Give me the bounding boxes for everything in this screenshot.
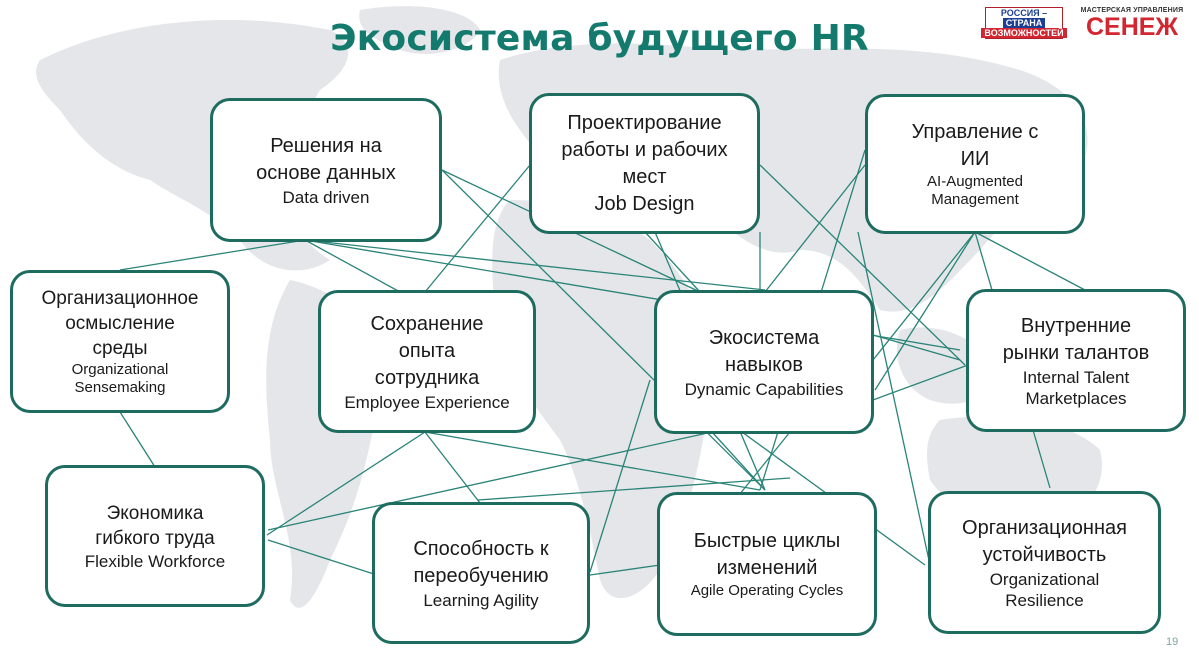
node-label-en: Agile Operating Cycles <box>690 582 844 599</box>
node-label-en: Learning Agility <box>423 590 539 610</box>
node-label-en: Dynamic Capabilities <box>684 379 844 399</box>
node-label-ru: Решения на основе данных <box>256 134 396 184</box>
node-employee-experience: Сохранение опыта сотрудника Employee Exp… <box>318 290 536 433</box>
node-label-ru: Быстрые циклы изменений <box>693 530 841 579</box>
russia-logo-line1: РОССИЯ – <box>1000 8 1048 18</box>
node-label-en: AI-Augmented Management <box>927 173 1023 208</box>
node-label-ru: Способность к переобучению <box>413 537 549 587</box>
page-number: 19 <box>1166 636 1179 648</box>
node-label-en: Job Design <box>594 193 695 215</box>
senezh-logo-main: СЕНЕЖ <box>1085 13 1179 41</box>
node-label-ru: Организационная устойчивость <box>962 516 1127 566</box>
russia-logo: РОССИЯ – СТРАНА ВОЗМОЖНОСТЕЙ <box>981 7 1067 39</box>
node-label-ru: Организационное осмысление среды <box>41 288 199 359</box>
node-label-ru: Управление с ИИ <box>911 121 1039 170</box>
russia-logo-line3: ВОЗМОЖНОСТЕЙ <box>981 28 1067 38</box>
node-label-ru: Проектирование работы и рабочих мест <box>561 112 728 188</box>
node-sensemaking: Организационное осмысление среды Organiz… <box>10 270 230 413</box>
node-label-en: Organizational Sensemaking <box>71 361 169 396</box>
senezh-logo: МАСТЕРСКАЯ УПРАВЛЕНИЯ СЕНЕЖ <box>1078 6 1186 40</box>
node-flexible-workforce: Экономика гибкого труда Flexible Workfor… <box>45 465 265 607</box>
node-talent-marketplaces: Внутренние рынки талантов Internal Talen… <box>966 289 1186 432</box>
node-ai-management: Управление с ИИ AI-Augmented Management <box>865 94 1085 234</box>
senezh-logo-top: МАСТЕРСКАЯ УПРАВЛЕНИЯ <box>1080 7 1184 14</box>
node-label-en: Flexible Workforce <box>84 551 226 571</box>
node-job-design: Проектирование работы и рабочих мест Job… <box>529 93 760 234</box>
page-title: Экосистема будущего HR <box>330 18 869 59</box>
node-label-ru: Экосистема навыков <box>708 326 820 376</box>
node-agile-cycles: Быстрые циклы изменений Agile Operating … <box>657 492 877 636</box>
node-label-ru: Внутренние рынки талантов <box>1002 314 1150 364</box>
node-label-ru: Сохранение опыта сотрудника <box>370 312 484 389</box>
node-label-ru: Экономика гибкого труда <box>95 502 215 549</box>
node-resilience: Организационная устойчивость Organizatio… <box>928 491 1161 634</box>
node-label-en: Employee Experience <box>344 392 510 412</box>
node-learning-agility: Способность к переобучению Learning Agil… <box>372 502 590 644</box>
node-data-driven: Решения на основе данных Data driven <box>210 98 442 242</box>
node-label-en: Organizational Resilience <box>989 569 1100 610</box>
node-label-en: Internal Talent Marketplaces <box>1022 367 1130 408</box>
russia-logo-line2: СТРАНА <box>1002 18 1046 28</box>
node-label-en: Data driven <box>282 187 370 207</box>
node-dynamic-capabilities: Экосистема навыков Dynamic Capabilities <box>654 290 874 434</box>
